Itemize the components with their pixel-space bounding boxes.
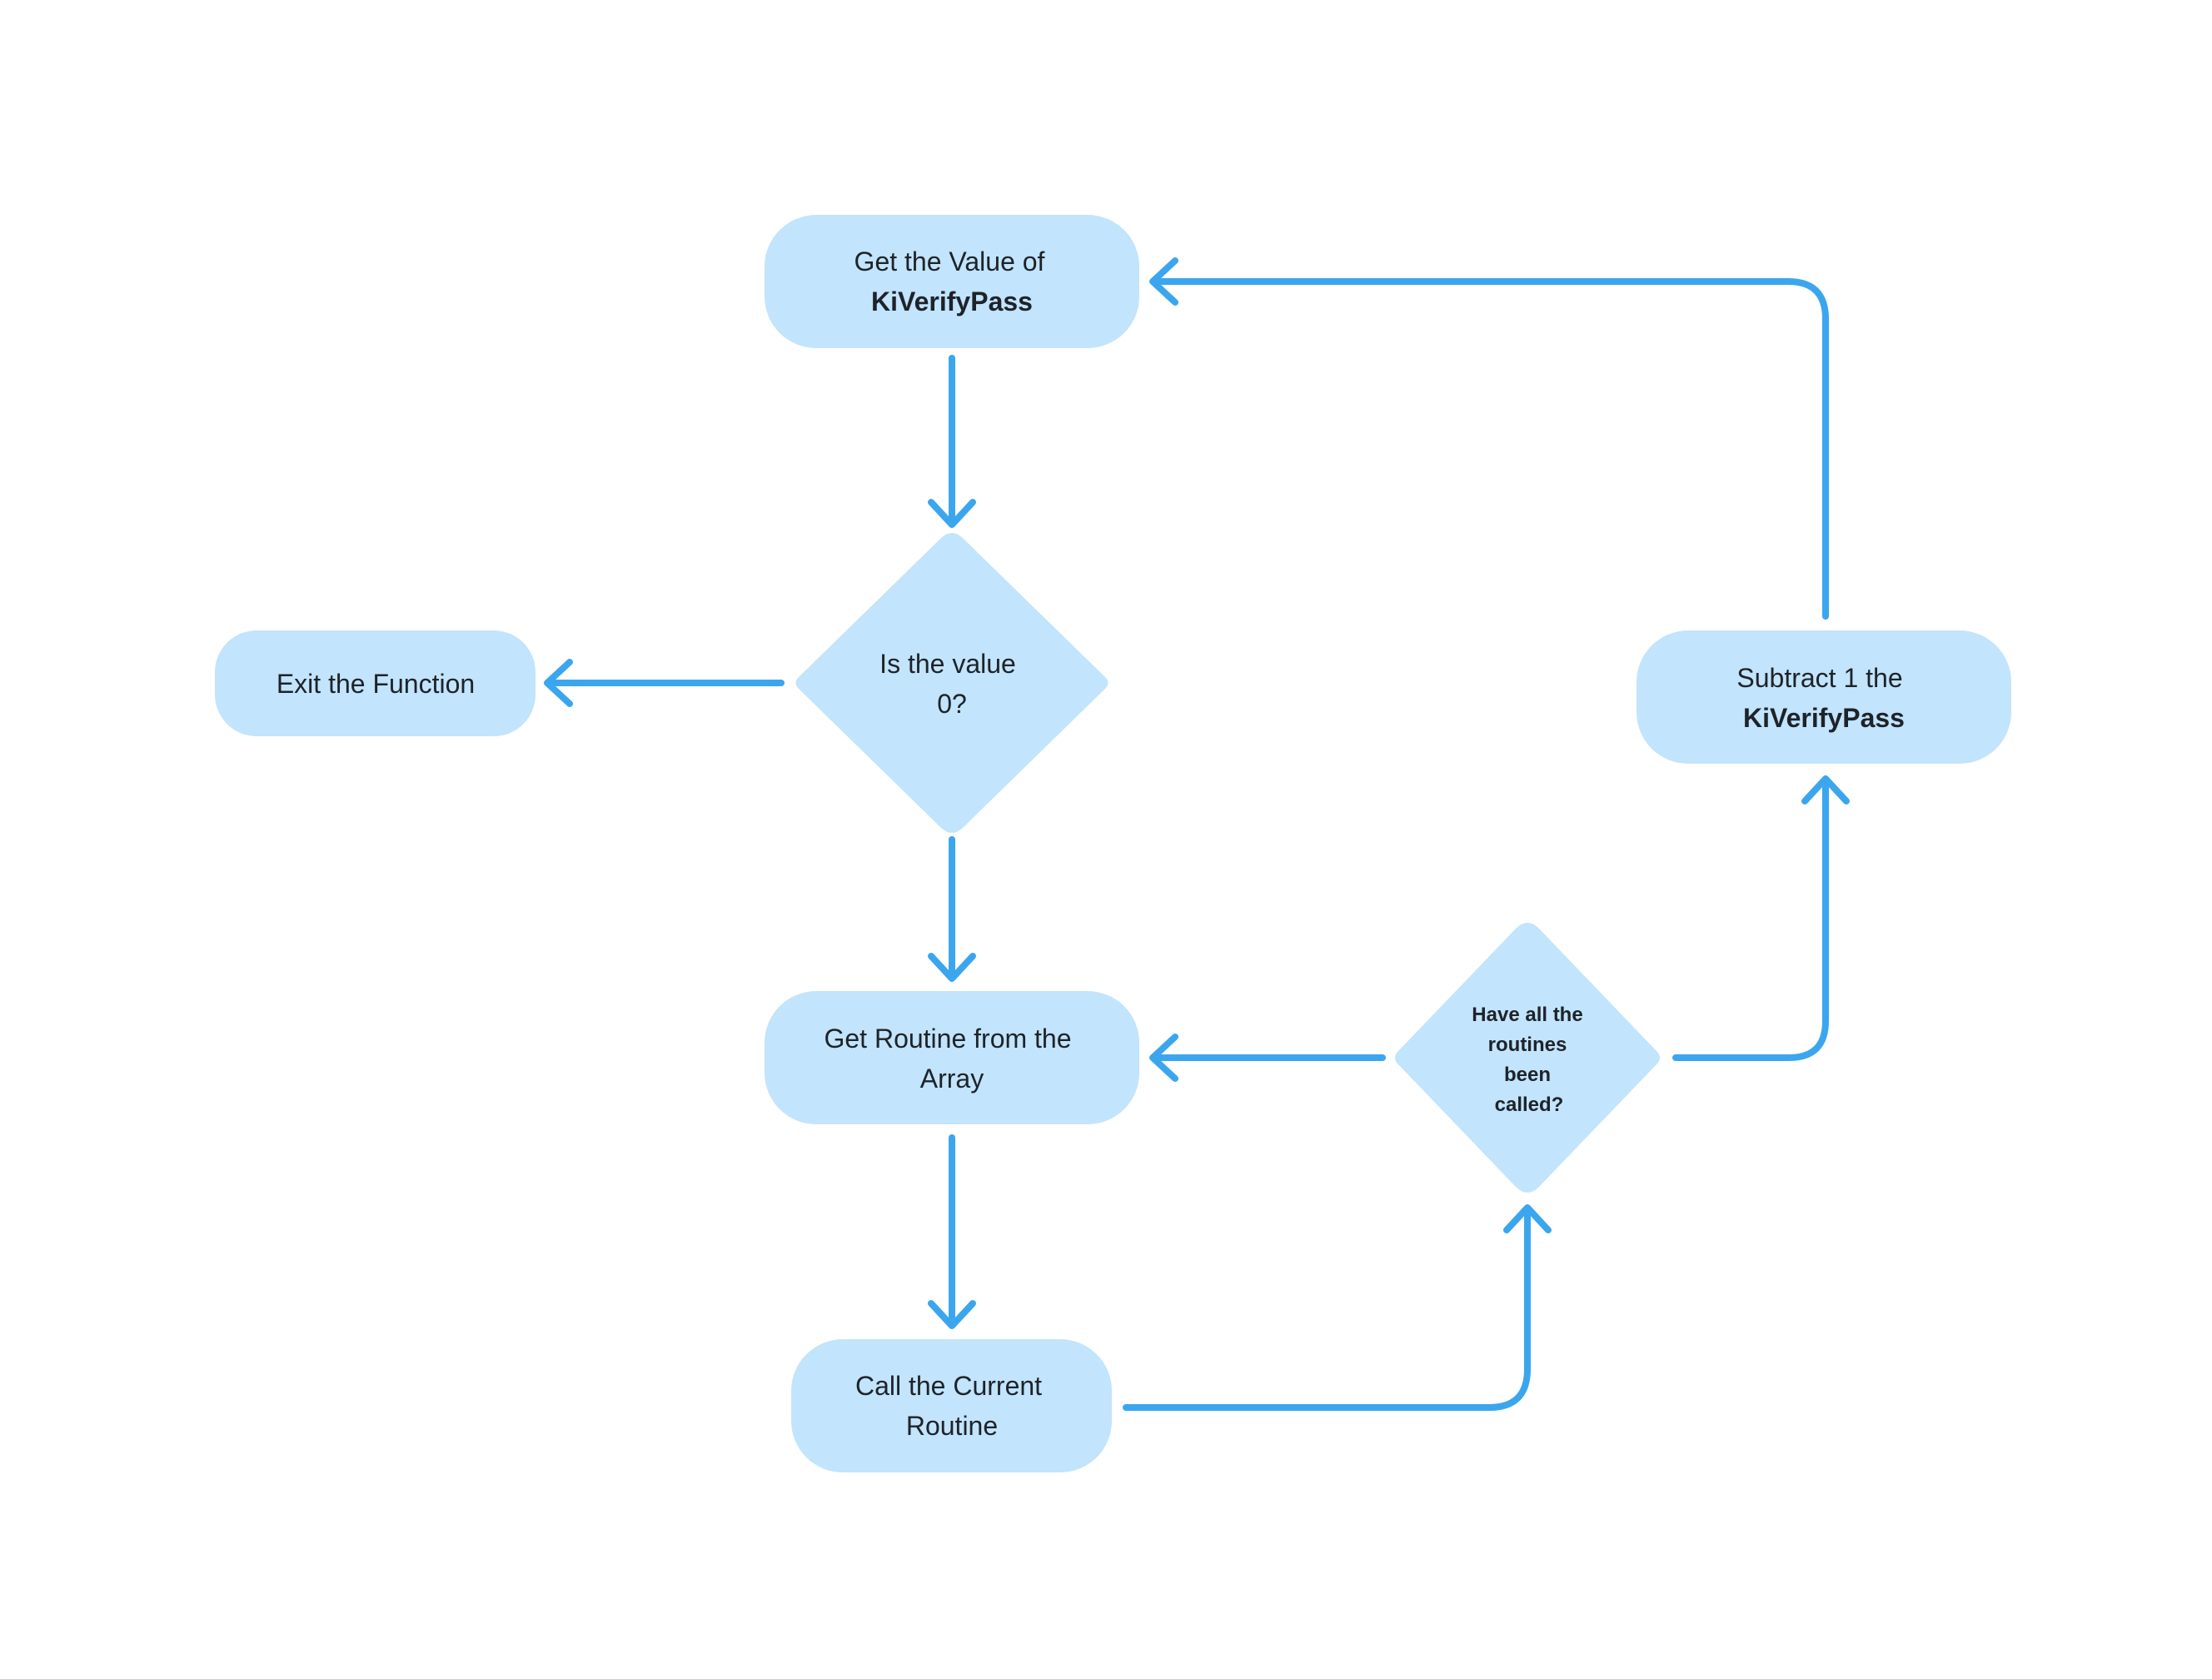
node-is-zero-line1: Is the value (879, 649, 1016, 679)
node-subtract-line1: Subtract 1 the (1736, 663, 1902, 693)
node-get-routine-line2: Array (920, 1064, 984, 1094)
node-all-called-line2: routines (1488, 1034, 1567, 1056)
node-get-value-line2: KiVerifyPass (871, 286, 1033, 316)
node-all-called-line3: been (1504, 1064, 1551, 1086)
node-get-routine-shape (765, 991, 1139, 1124)
arrowhead-call-routine-top (928, 1300, 976, 1329)
edge-call-routine-to-all-called (1123, 1208, 1531, 1411)
node-exit: Exit the Function (215, 630, 536, 736)
arrowhead-exit (544, 659, 573, 707)
node-get-value: Get the Value of KiVerifyPass (765, 215, 1139, 348)
node-subtract-line2: KiVerifyPass (1743, 703, 1905, 733)
node-call-routine-shape (791, 1339, 1112, 1472)
node-is-zero-line2: 0? (937, 689, 967, 719)
node-all-called-shape (1395, 923, 1660, 1193)
node-exit-shape (215, 630, 536, 736)
node-subtract: Subtract 1 the KiVerifyPass (1637, 630, 2011, 764)
node-call-routine: Call the Current Routine (791, 1339, 1112, 1472)
node-call-routine-line2: Routine (906, 1411, 998, 1441)
edge-subtract-to-get-value (1154, 278, 1829, 620)
node-all-called-line4: called? (1495, 1094, 1564, 1116)
node-all-called: Have all the routines been called? (1395, 923, 1660, 1193)
connectors (544, 257, 1850, 1411)
arrowhead-all-called-bottom (1503, 1204, 1552, 1233)
node-get-routine: Get Routine from the Array (765, 991, 1139, 1124)
node-get-value-shape (765, 215, 1139, 348)
arrowhead-get-routine-top (928, 953, 976, 982)
edge-all-called-to-subtract (1672, 780, 1829, 1061)
arrowhead-get-value-right (1149, 257, 1178, 306)
node-get-routine-line1: Get Routine from the (824, 1024, 1071, 1054)
node-subtract-shape (1637, 630, 2011, 764)
arrowhead-subtract-bottom (1801, 775, 1850, 805)
node-is-zero: Is the value 0? (795, 533, 1108, 833)
arrowhead-is-zero-top (928, 499, 976, 528)
node-exit-line1: Exit the Function (276, 669, 475, 699)
arrowhead-get-routine-right (1149, 1034, 1178, 1082)
node-all-called-line1: Have all the (1472, 1004, 1582, 1026)
node-is-zero-shape (795, 533, 1108, 833)
node-get-value-line1: Get the Value of (854, 247, 1045, 277)
node-call-routine-line1: Call the Current (855, 1371, 1042, 1401)
